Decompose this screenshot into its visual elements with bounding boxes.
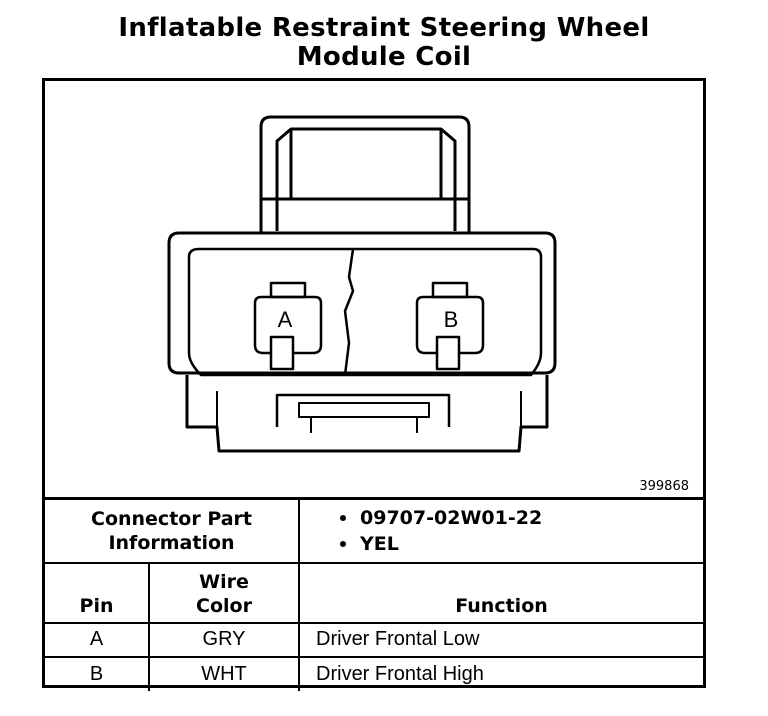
table-header-row: Pin Wire Color Function xyxy=(45,561,704,624)
diagram-title: Inflatable Restraint Steering Wheel Modu… xyxy=(0,14,768,72)
connector-info-label-line-1: Connector Part xyxy=(91,507,253,530)
row-function: Driver Frontal Low xyxy=(298,621,704,658)
header-function: Function xyxy=(298,561,704,624)
connector-info-label: Connector Part Information xyxy=(45,497,301,564)
connector-drawing: A B 399868 xyxy=(45,81,703,497)
row-pin: A xyxy=(45,621,150,658)
row-wire-color: GRY xyxy=(147,621,301,658)
pin-a-terminal xyxy=(253,281,323,371)
row-function: Driver Frontal High xyxy=(298,655,704,691)
pin-a-label: A xyxy=(278,307,293,332)
row-wire-color: WHT xyxy=(147,655,301,691)
connector-latch xyxy=(259,115,471,233)
header-wire-color-line-1: Wire xyxy=(199,570,249,593)
connector-info-values: 09707-02W01-22 YEL xyxy=(298,497,704,564)
connector-body xyxy=(167,231,557,375)
title-line-1: Inflatable Restraint Steering Wheel xyxy=(118,13,650,43)
connector-info-item: YEL xyxy=(340,531,703,557)
bullet-icon xyxy=(340,540,347,547)
connector-table: Connector Part Information 09707-02W01-2… xyxy=(45,497,704,691)
pin-b-terminal xyxy=(415,281,485,371)
table-row: A GRY Driver Frontal Low xyxy=(45,621,704,658)
row-pin: B xyxy=(45,655,150,691)
diagram-frame: A B 399868 Connector Part Information 09… xyxy=(42,78,706,691)
table-row: B WHT Driver Frontal High xyxy=(45,655,704,691)
connector-info-row: Connector Part Information 09707-02W01-2… xyxy=(45,497,704,564)
header-wire-color-line-2: Color xyxy=(196,594,252,617)
header-wire-color: Wire Color xyxy=(147,561,301,624)
pin-b-label: B xyxy=(444,307,459,332)
header-pin: Pin xyxy=(45,561,150,624)
figure-number: 399868 xyxy=(639,479,689,494)
header-pin-label: Pin xyxy=(79,594,114,617)
connector-illustration: A B xyxy=(167,115,557,453)
connector-color: YEL xyxy=(360,532,399,555)
connector-info-label-line-2: Information xyxy=(108,531,235,554)
bullet-icon xyxy=(340,514,347,521)
connector-part-number: 09707-02W01-22 xyxy=(360,506,543,529)
header-function-label: Function xyxy=(455,594,548,617)
connector-info-item: 09707-02W01-22 xyxy=(340,505,703,531)
title-line-2: Module Coil xyxy=(296,42,472,72)
